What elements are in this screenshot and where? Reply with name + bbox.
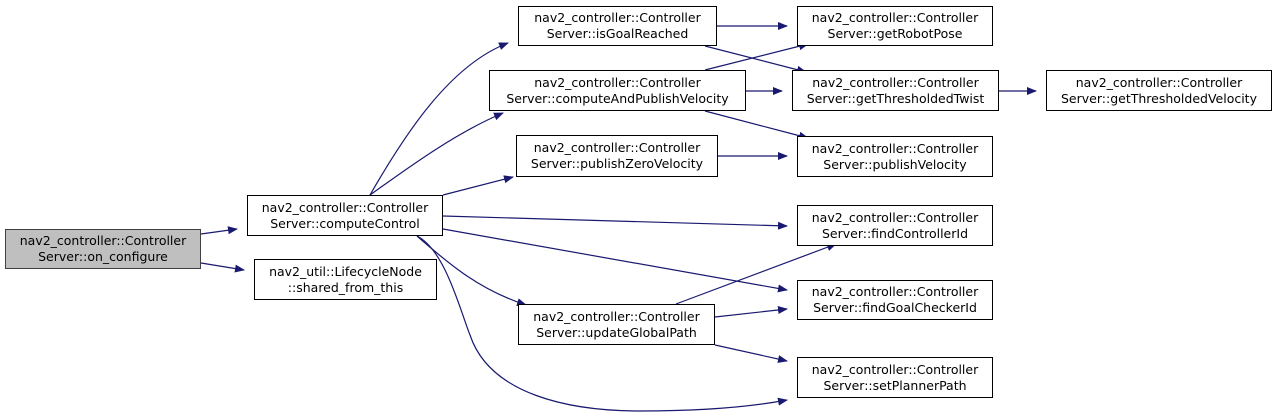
node-publish-zero-velocity[interactable]: nav2_controller::Controller Server::publ…: [516, 135, 718, 177]
node-find-goal-checker-id-line2: Server::findGoalCheckerId: [813, 300, 977, 315]
node-get-thresholded-velocity-line2: Server::getThresholdedVelocity: [1061, 90, 1257, 106]
node-get-thresholded-velocity-line1: nav2_controller::Controller: [1075, 74, 1243, 90]
node-set-planner-path[interactable]: nav2_controller::Controller Server::setP…: [797, 357, 993, 398]
node-compute-and-publish-velocity-line2: Server::computeAndPublishVelocity: [506, 90, 729, 106]
edge-on_configure-to-computeControl: [200, 226, 238, 235]
node-on-configure-line2: Server::on_configure: [38, 249, 168, 264]
node-publish-velocity-line2: Server::publishVelocity: [823, 156, 967, 172]
node-shared-from-this-line2: ::shared_from_this: [287, 279, 404, 295]
edge-computeControl-to-isGoalReached: [369, 42, 509, 196]
node-publish-zero-velocity-line1: nav2_controller::Controller: [533, 140, 701, 155]
node-is-goal-reached-line1: nav2_controller::Controller: [534, 10, 701, 25]
node-publish-velocity-line1: nav2_controller::Controller: [811, 140, 979, 156]
node-get-robot-pose-line2: Server::getRobotPose: [827, 26, 963, 41]
edge-computeControl-to-setPlannerPath: [416, 235, 788, 412]
node-get-robot-pose-line1: nav2_controller::Controller: [811, 10, 979, 25]
node-find-controller-id-line2: Server::findControllerId: [821, 225, 969, 241]
node-update-global-path-line1: nav2_controller::Controller: [533, 308, 700, 324]
edge-isGoalReached-to-getThresholdedTwist: [704, 45, 807, 74]
node-publish-velocity[interactable]: nav2_controller::Controller Server::publ…: [797, 136, 993, 177]
node-find-controller-id-line1: nav2_controller::Controller: [811, 209, 979, 225]
node-publish-zero-velocity-line2: Server::publishZeroVelocity: [530, 156, 704, 171]
edge-computeControl-to-findGoalCheckerId: [442, 228, 788, 293]
edge-computeAndPublishVelocity-to-publishVelocity: [704, 110, 809, 140]
node-on-configure-line1: nav2_controller::Controller: [19, 233, 187, 248]
node-get-thresholded-twist-line2: Server::getThresholdedTwist: [806, 90, 985, 106]
node-compute-control[interactable]: nav2_controller::Controller Server::comp…: [247, 195, 443, 236]
node-on-configure: nav2_controller::Controller Server::on_c…: [5, 229, 201, 269]
node-compute-and-publish-velocity[interactable]: nav2_controller::Controller Server::comp…: [489, 70, 746, 111]
edge-updateGlobalPath-to-findControllerId: [675, 243, 837, 305]
edge-computeControl-to-findControllerId: [442, 215, 788, 230]
node-compute-control-line2: Server::computeControl: [270, 215, 420, 231]
node-is-goal-reached-line2: Server::isGoalReached: [546, 26, 689, 41]
node-shared-from-this[interactable]: nav2_util::LifecycleNode ::shared_from_t…: [254, 259, 437, 300]
edge-updateGlobalPath-to-setPlannerPath: [714, 344, 788, 363]
node-find-controller-id[interactable]: nav2_controller::Controller Server::find…: [797, 205, 993, 246]
node-find-goal-checker-id-line1: nav2_controller::Controller: [811, 284, 979, 299]
node-find-goal-checker-id[interactable]: nav2_controller::Controller Server::find…: [797, 280, 993, 320]
edge-on_configure-to-shared_from_this: [200, 262, 245, 273]
node-compute-and-publish-velocity-line1: nav2_controller::Controller: [534, 74, 701, 90]
edge-computeControl-to-computeAndPublishVelocity: [369, 112, 504, 196]
node-update-global-path-line2: Server::updateGlobalPath: [536, 324, 697, 340]
node-update-global-path[interactable]: nav2_controller::Controller Server::upda…: [518, 304, 715, 345]
node-get-thresholded-twist-line1: nav2_controller::Controller: [812, 74, 979, 90]
node-is-goal-reached[interactable]: nav2_controller::Controller Server::isGo…: [518, 6, 717, 46]
node-compute-control-line1: nav2_controller::Controller: [261, 199, 429, 215]
node-get-thresholded-twist[interactable]: nav2_controller::Controller Server::getT…: [792, 70, 999, 111]
edge-computeControl-to-updateGlobalPath: [416, 235, 527, 307]
node-shared-from-this-line1: nav2_util::LifecycleNode: [269, 263, 422, 279]
node-get-thresholded-velocity[interactable]: nav2_controller::Controller Server::getT…: [1046, 70, 1272, 111]
edge-updateGlobalPath-to-findGoalCheckerId: [714, 306, 788, 318]
edge-computeControl-to-publishZeroVelocity: [442, 175, 514, 196]
node-set-planner-path-line2: Server::setPlannerPath: [823, 377, 967, 393]
edge-computeAndPublishVelocity-to-getRobotPose: [704, 42, 809, 71]
node-get-robot-pose[interactable]: nav2_controller::Controller Server::getR…: [797, 6, 993, 46]
node-set-planner-path-line1: nav2_controller::Controller: [811, 361, 979, 377]
